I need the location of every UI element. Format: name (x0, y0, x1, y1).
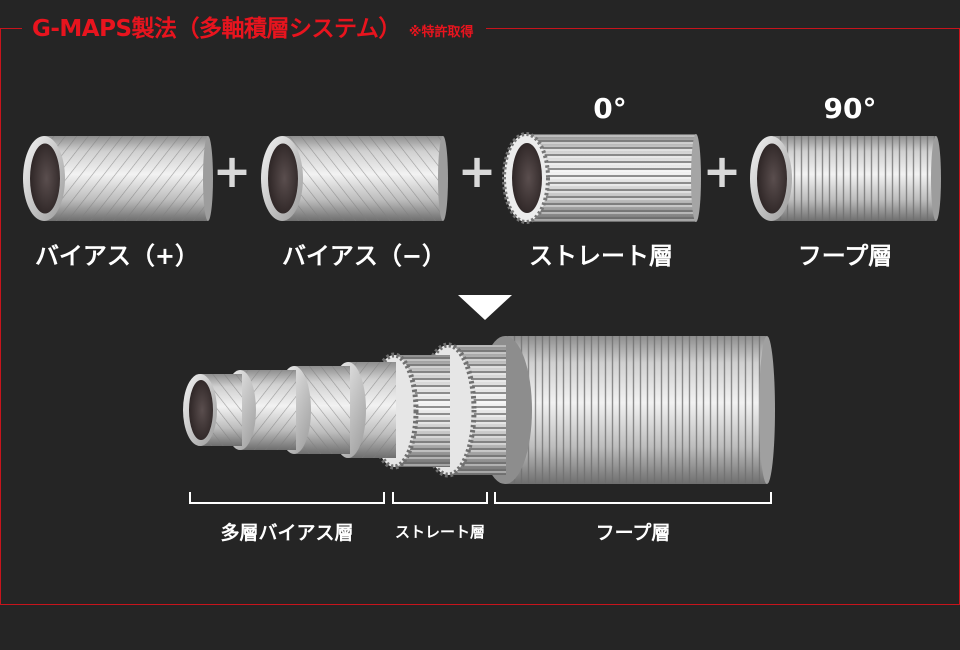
frame-title: G-MAPS製法（多軸積層システム） ※特許取得 (22, 12, 486, 46)
tube-straight (502, 132, 701, 224)
bracket-hoop (494, 492, 772, 504)
down-arrow-icon (458, 295, 512, 320)
tube-bias-plus (23, 136, 213, 221)
label-straight: ストレート層 (529, 242, 673, 270)
patent-note: ※特許取得 (408, 25, 474, 40)
bracket-straight (392, 492, 488, 504)
plus-icon: + (702, 144, 742, 198)
title-main: G-MAPS製法（多軸積層システム） (32, 16, 401, 42)
label-bias-plus: バイアス（+） (34, 242, 200, 270)
label-multi-bias: 多層バイアス層 (220, 522, 354, 544)
angle-hoop: 90° (823, 92, 877, 125)
bottom-brackets (189, 492, 772, 504)
label-hoop-bottom: フープ層 (595, 522, 671, 544)
angle-straight: 0° (593, 92, 627, 125)
label-bias-minus: バイアス（−） (281, 242, 447, 270)
tube-hoop (750, 136, 941, 221)
plus-icon: + (457, 144, 497, 198)
bracket-bias (189, 492, 385, 504)
label-hoop: フープ層 (797, 242, 893, 270)
plus-icon: + (212, 144, 252, 198)
tube-bias-minus (261, 136, 448, 221)
label-straight-bottom: ストレート層 (394, 523, 485, 541)
composite-tube (183, 336, 775, 484)
